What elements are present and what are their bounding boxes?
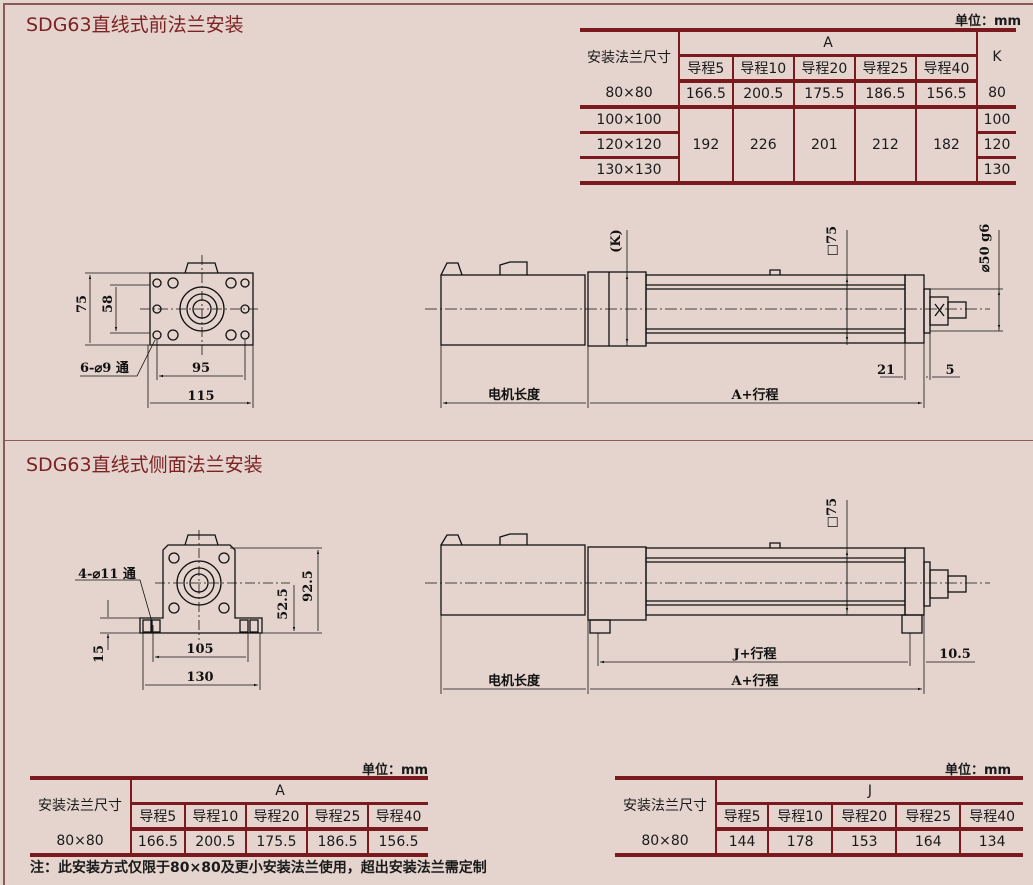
lead-header: 导程20: [792, 55, 856, 83]
dim-105: 105: [186, 642, 213, 657]
dim-92-5: 92.5: [301, 570, 316, 602]
section2-title: SDG63直线式侧面法兰安装: [26, 454, 263, 476]
section1-title: SDG63直线式前法兰安装: [26, 14, 244, 36]
side-flange-front-view: [75, 530, 322, 690]
row-header: 安装法兰尺寸: [580, 28, 680, 81]
value-cell: 212: [853, 107, 917, 185]
hole-label: 6-⌀9 通: [80, 360, 129, 376]
group-k-header: K: [976, 28, 1016, 81]
size-cell: 100×100: [580, 107, 680, 134]
size-cell: 120×120: [580, 132, 680, 159]
motor-length-label: 电机长度: [488, 673, 541, 689]
dim-15: 15: [92, 645, 107, 663]
dim-130: 130: [186, 670, 213, 685]
k-cell: 80: [976, 81, 1016, 109]
row-header: 安装法兰尺寸: [615, 776, 717, 829]
section-divider: [3, 440, 1033, 441]
hole-label: 4-⌀11 通: [78, 566, 136, 582]
a-stroke-label: A+行程: [731, 673, 779, 689]
unit-label: 单位：mm: [945, 763, 1012, 778]
k-cell: 130: [976, 157, 1016, 185]
value-cell: 186.5: [853, 81, 917, 109]
page-frame: [3, 3, 1033, 885]
side-flange-a-table: 安装法兰尺寸 A 导程5 导程10 导程20 导程25 导程40 80×80 1…: [30, 776, 428, 857]
row-header: 安装法兰尺寸: [30, 776, 132, 829]
group-a-header: A: [130, 776, 428, 805]
value-cell: 186.5: [305, 829, 370, 857]
size-cell: 80×80: [30, 829, 132, 857]
dim-square-75: □75: [825, 226, 840, 256]
value-cell: 156.5: [914, 81, 979, 109]
lead-header: 导程40: [367, 803, 428, 831]
lead-header: 导程5: [714, 803, 770, 831]
side-flange-j-table: 安装法兰尺寸 J 导程5 导程10 导程20 导程25 导程40 80×80 1…: [615, 776, 1023, 857]
lead-header: 导程20: [831, 803, 898, 831]
value-cell: 200.5: [183, 829, 247, 857]
lead-header: 导程25: [853, 55, 917, 83]
front-flange-spec-table: 安装法兰尺寸 A K 导程5 导程10 导程20 导程25 导程40 80×80…: [580, 28, 1016, 185]
dim-75: 75: [75, 295, 90, 313]
unit-label: 单位：mm: [362, 763, 429, 778]
footnote: 注：此安装方式仅限于80×80及更小安装法兰使用，超出安装法兰需定制: [30, 860, 487, 876]
dim-21: 21: [877, 363, 895, 378]
group-j-header: J: [715, 776, 1023, 805]
size-cell: 80×80: [615, 829, 717, 857]
value-cell: 134: [959, 829, 1023, 857]
value-cell: 201: [792, 107, 856, 185]
value-cell: 153: [831, 829, 898, 857]
front-flange-side-view: [425, 230, 1003, 408]
lead-header: 导程40: [914, 55, 979, 83]
j-stroke-label: J+行程: [732, 646, 776, 662]
dim-58: 58: [101, 295, 116, 313]
dim-10-5: 10.5: [939, 647, 971, 662]
k-cell: 120: [976, 132, 1016, 159]
value-cell: 175.5: [244, 829, 309, 857]
dim-115: 115: [187, 389, 214, 404]
a-stroke-label: A+行程: [731, 387, 779, 403]
lead-header: 导程5: [130, 803, 186, 831]
dim-52-5: 52.5: [276, 588, 291, 620]
size-cell: 80×80: [580, 81, 680, 109]
lead-header: 导程10: [731, 55, 795, 83]
k-cell: 100: [976, 107, 1016, 134]
value-cell: 192: [678, 107, 734, 185]
value-cell: 175.5: [792, 81, 856, 109]
front-flange-front-view: [80, 255, 260, 408]
lead-header: 导程5: [678, 55, 734, 83]
value-cell: 226: [731, 107, 795, 185]
side-flange-side-view: [425, 500, 990, 694]
value-cell: 178: [767, 829, 834, 857]
motor-length-label: 电机长度: [488, 387, 541, 403]
lead-header: 导程10: [183, 803, 247, 831]
value-cell: 164: [895, 829, 962, 857]
dim-shaft: ⌀50 g6: [978, 224, 993, 273]
dim-95: 95: [192, 361, 210, 376]
lead-header: 导程25: [895, 803, 962, 831]
unit-label: 单位：mm: [955, 14, 1022, 29]
dim-square-75: □75: [825, 498, 840, 528]
value-cell: 166.5: [678, 81, 734, 109]
value-cell: 144: [714, 829, 770, 857]
lead-header: 导程20: [244, 803, 309, 831]
lead-header: 导程10: [767, 803, 834, 831]
value-cell: 156.5: [367, 829, 428, 857]
dim-k: (K): [609, 229, 624, 253]
lead-header: 导程25: [305, 803, 370, 831]
size-cell: 130×130: [580, 157, 680, 185]
value-cell: 182: [914, 107, 979, 185]
dim-5: 5: [945, 363, 954, 378]
value-cell: 200.5: [731, 81, 795, 109]
value-cell: 166.5: [130, 829, 186, 857]
lead-header: 导程40: [959, 803, 1023, 831]
group-a-header: A: [678, 28, 978, 57]
